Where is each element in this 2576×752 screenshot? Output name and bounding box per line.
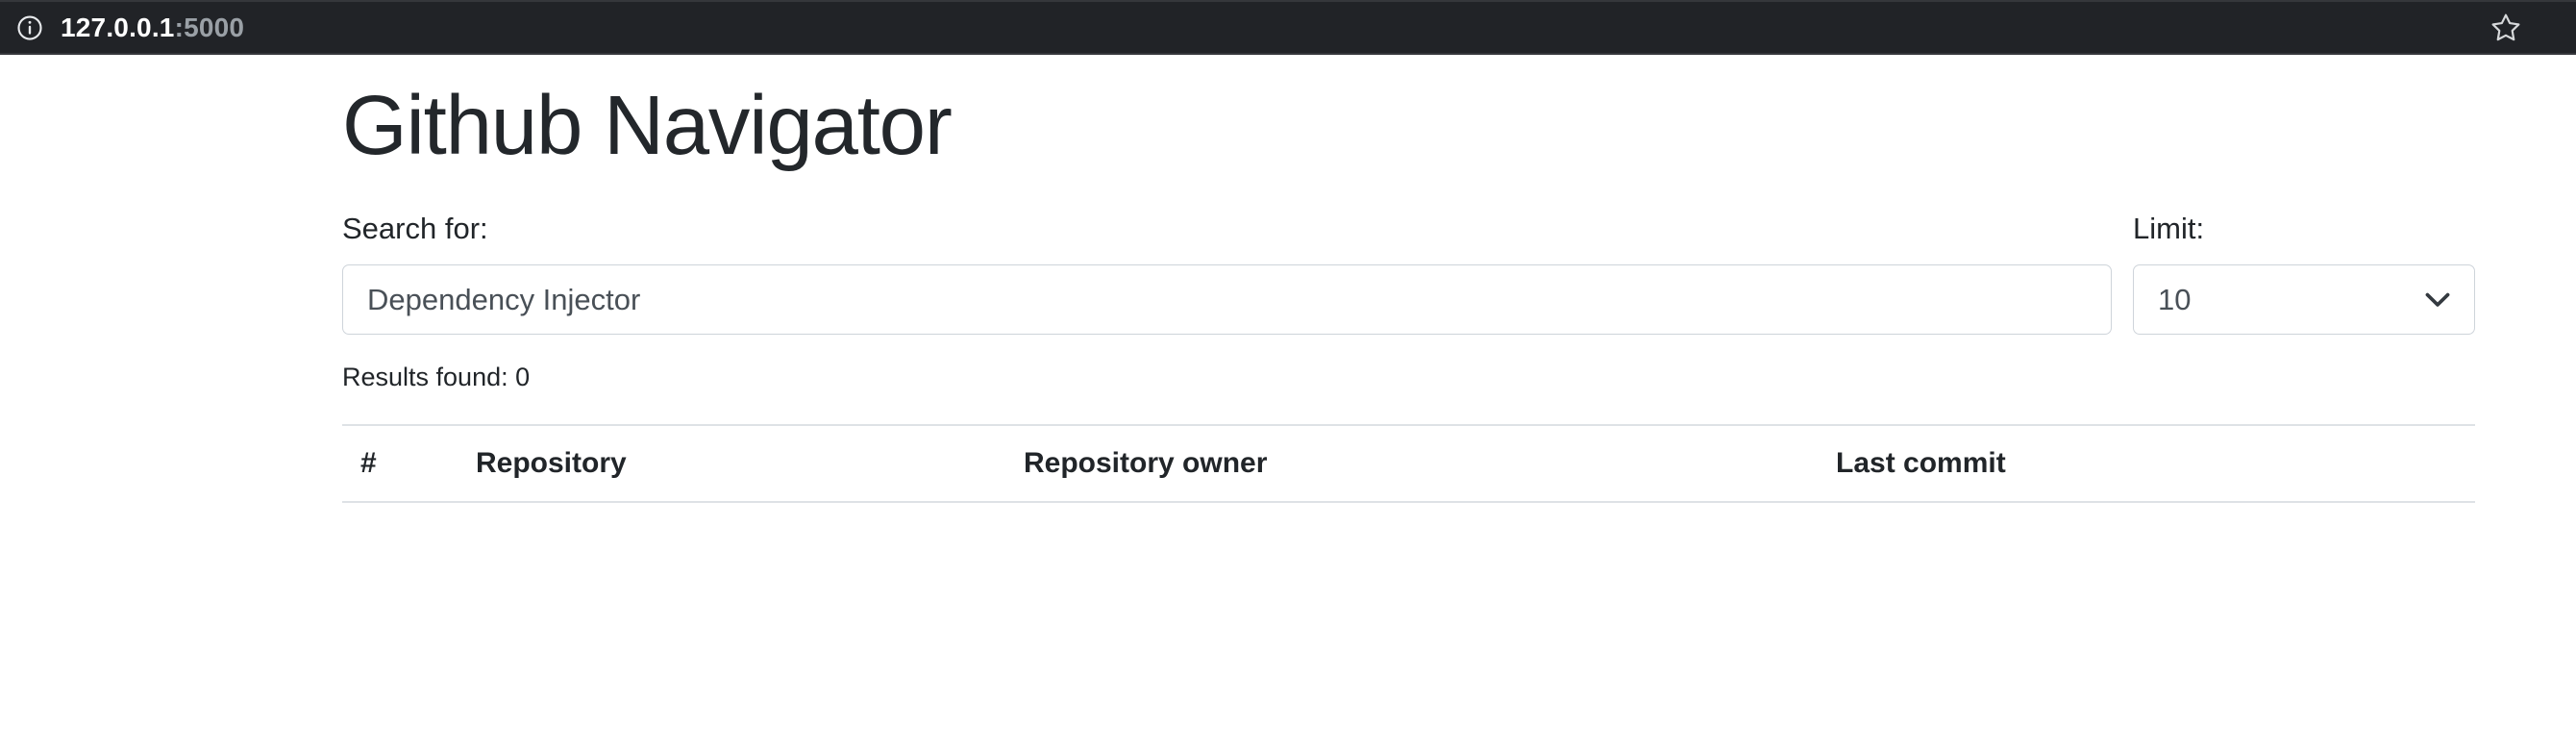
limit-select-wrapper: 10 <box>2133 264 2475 336</box>
search-form: Search for: Limit: 10 <box>342 211 2475 336</box>
info-circle-icon[interactable] <box>15 13 44 42</box>
search-input[interactable] <box>342 264 2112 336</box>
search-field-group: Search for: <box>342 211 2112 336</box>
results-summary: Results found: 0 <box>342 363 531 392</box>
url-port: :5000 <box>174 12 245 42</box>
star-icon[interactable] <box>2489 12 2522 44</box>
browser-url-bar: 127.0.0.1:5000 <box>0 0 2576 55</box>
column-header-owner: Repository owner <box>1005 424 1818 504</box>
table-header-row: # Repository Repository owner Last commi… <box>342 424 2475 504</box>
url-bar-pill[interactable]: 127.0.0.1:5000 <box>0 2 2576 53</box>
limit-select[interactable]: 10 <box>2133 264 2475 336</box>
column-header-index: # <box>342 424 458 504</box>
column-header-last-commit: Last commit <box>1818 424 2475 504</box>
limit-label: Limit: <box>2133 212 2205 246</box>
url-host: 127.0.0.1 <box>61 12 175 42</box>
column-header-repository: Repository <box>458 424 1005 504</box>
results-table: # Repository Repository owner Last commi… <box>342 424 2475 504</box>
page-content: Github Navigator Search for: Limit: 10 R… <box>0 55 2576 504</box>
limit-field-group: Limit: 10 <box>2133 211 2475 336</box>
search-label: Search for: <box>342 212 488 246</box>
url-text: 127.0.0.1:5000 <box>61 13 244 43</box>
page-title: Github Navigator <box>342 79 953 172</box>
